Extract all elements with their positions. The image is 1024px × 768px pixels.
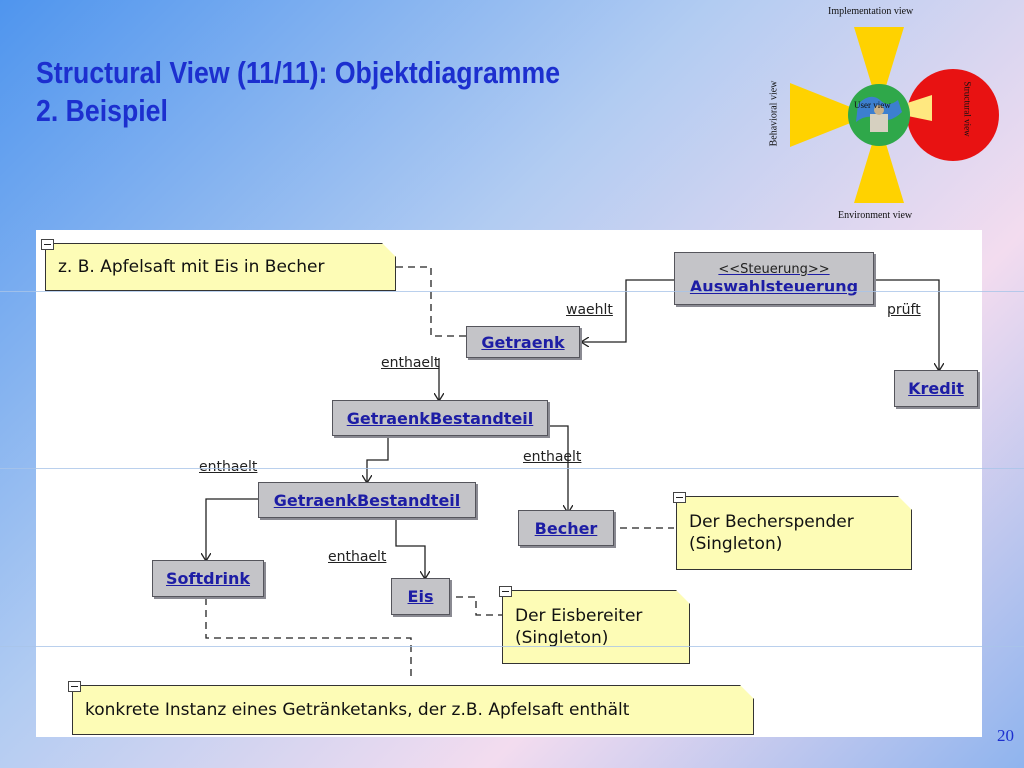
user-view-label: User view — [854, 100, 891, 110]
views-logo-graphic — [790, 27, 999, 203]
note-instanz: konkrete Instanz eines Getränketanks, de… — [72, 685, 754, 735]
edge-waehlt — [582, 279, 674, 342]
implementation-ray — [854, 27, 904, 96]
user-icon — [870, 114, 888, 132]
behavioral-view-label: Behavioral view — [768, 80, 780, 147]
object-getraenkbestandteil-2[interactable]: GetraenkBestandteil — [258, 482, 476, 518]
structural-view-circle — [907, 69, 999, 161]
getraenkbestandteil-2-label: GetraenkBestandteil — [273, 490, 461, 510]
edge-label-enthaelt-3: enthaelt — [199, 459, 258, 475]
link-note-apfelsaft — [396, 266, 466, 337]
eis-label: Eis — [407, 587, 434, 606]
note-instanz-text: konkrete Instanz eines Getränketanks, de… — [85, 700, 630, 720]
implementation-view-label: Implementation view — [828, 6, 914, 17]
user-head — [874, 105, 884, 115]
link-note-eisbereiter — [456, 596, 502, 616]
kredit-label: Kredit — [908, 379, 964, 398]
note-collapse-icon[interactable] — [673, 492, 686, 503]
edge-label-enthaelt-2: enthaelt — [523, 449, 582, 465]
edge-prueft — [876, 279, 939, 370]
slide-title-line1: Structural View (11/11): Objektdiagramme — [36, 55, 561, 90]
object-eis[interactable]: Eis — [391, 578, 450, 615]
environment-ray — [854, 134, 904, 203]
becher-label: Becher — [534, 518, 598, 538]
background-line — [0, 646, 1024, 647]
edge-enthaelt-3 — [367, 436, 389, 482]
background-line — [0, 468, 1024, 469]
edge-label-waehlt: waehlt — [566, 302, 613, 318]
note-collapse-icon[interactable] — [499, 586, 512, 597]
note-apfelsaft: z. B. Apfelsaft mit Eis in Becher — [45, 243, 396, 291]
softdrink-label: Softdrink — [166, 569, 250, 588]
environment-view-label: Environment view — [838, 210, 913, 221]
getraenkbestandteil-1-label: GetraenkBestandteil — [346, 408, 534, 428]
edge-label-enthaelt-1: enthaelt — [381, 355, 440, 371]
edge-enthaelt-2 — [546, 425, 568, 512]
object-softdrink[interactable]: Softdrink — [152, 560, 264, 597]
edge-label-prueft: prüft — [887, 302, 921, 318]
object-auswahlsteuerung[interactable]: <<Steuerung>> Auswahlsteuerung — [674, 252, 874, 305]
note-apfelsaft-text: z. B. Apfelsaft mit Eis in Becher — [58, 257, 325, 277]
background-line — [0, 291, 1024, 292]
note-collapse-icon[interactable] — [41, 239, 54, 250]
auswahlsteuerung-label: Auswahlsteuerung — [689, 276, 859, 296]
behavioral-ray — [790, 83, 858, 147]
views-logo: Implementation view Behavioral view Stru… — [768, 0, 1024, 230]
note-eisbereiter-text: Der Eisbereiter (Singleton) — [515, 606, 643, 648]
getraenk-label: Getraenk — [481, 332, 565, 352]
object-getraenk[interactable]: Getraenk — [466, 326, 580, 358]
object-kredit[interactable]: Kredit — [894, 370, 978, 407]
note-becherspender: Der Becherspender (Singleton) — [676, 496, 912, 570]
edge-enthaelt-4 — [395, 516, 425, 578]
object-diagram: <<Steuerung>> Auswahlsteuerung Getraenk … — [36, 230, 982, 737]
note-collapse-icon[interactable] — [68, 681, 81, 692]
slide-title: Structural View (11/11): Objektdiagramme… — [36, 54, 560, 130]
edge-gb2-softdrink — [206, 498, 264, 560]
page-number: 20 — [997, 726, 1014, 745]
edge-label-enthaelt-4: enthaelt — [328, 549, 387, 565]
note-eisbereiter: Der Eisbereiter (Singleton) — [502, 590, 690, 664]
object-becher[interactable]: Becher — [518, 510, 614, 546]
note-becherspender-text: Der Becherspender (Singleton) — [689, 512, 854, 554]
object-getraenkbestandteil-1[interactable]: GetraenkBestandteil — [332, 400, 548, 436]
slide-title-line2: 2. Beispiel — [36, 93, 168, 128]
stereotype-label: <<Steuerung>> — [718, 261, 830, 277]
diagram-connectors — [36, 266, 982, 678]
link-note-instanz — [205, 598, 412, 678]
structural-view-label: Structural view — [962, 81, 973, 137]
